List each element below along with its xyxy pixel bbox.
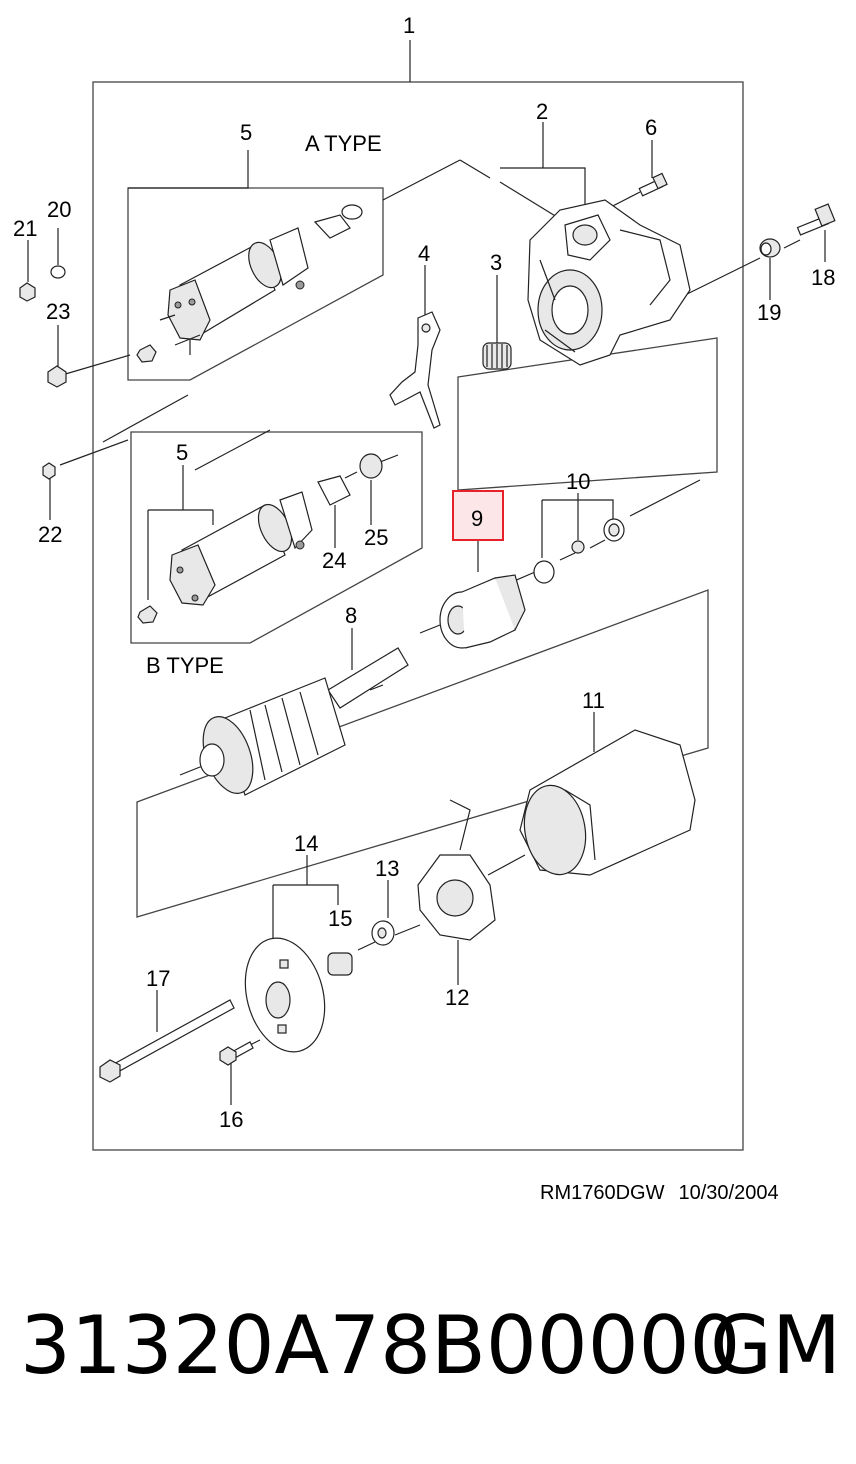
callout-9: 9: [471, 506, 483, 531]
drive-housing: [527, 199, 691, 366]
washer-13: [371, 920, 395, 946]
callout-16: 16: [219, 1107, 243, 1132]
nut-23: [47, 365, 67, 388]
highlight-box-9: [452, 490, 504, 541]
bolt-6: [638, 172, 668, 197]
callout-24: 24: [322, 548, 346, 573]
callout-23: 23: [46, 299, 70, 324]
screw-16: [219, 1041, 254, 1066]
b-type-label: B TYPE: [146, 653, 224, 678]
part-number: 31320A78B00000: [20, 1299, 741, 1392]
callout-22: 22: [38, 522, 62, 547]
callout-21: 21: [13, 216, 37, 241]
yoke-11: [519, 729, 696, 876]
plunger-24: [317, 475, 351, 506]
drive-housing-box: [457, 337, 718, 491]
shift-lever-4: [389, 311, 441, 429]
solenoid-a-type: [136, 204, 363, 363]
a-type-box: [127, 187, 384, 381]
nut-22: [42, 462, 56, 480]
brush-holder-12: [417, 799, 496, 941]
bushing-19: [759, 238, 781, 258]
assembly-frame: [92, 81, 744, 1151]
callout-6: 6: [645, 115, 657, 140]
callout-1: 1: [403, 13, 415, 38]
callout-4: 4: [418, 241, 430, 266]
callout-2: 2: [536, 99, 548, 124]
brand-label: GM: [710, 1299, 842, 1392]
drawing-reference: RM1760DGW 10/30/2004: [540, 1182, 779, 1205]
callout-19: 19: [757, 300, 781, 325]
drawing-date: 10/30/2004: [678, 1182, 779, 1204]
callout-5a: 5: [240, 120, 252, 145]
armature-box: [136, 589, 709, 918]
stop-collar-10: [533, 518, 625, 584]
pinion-gear-3: [482, 342, 512, 370]
nut-21: [19, 282, 36, 302]
armature-8: [199, 647, 409, 796]
cap-25: [359, 453, 383, 479]
bolt-18: [796, 203, 836, 236]
callout-25: 25: [364, 525, 388, 550]
washer-20: [50, 265, 66, 279]
callout-13: 13: [375, 856, 399, 881]
callout-3: 3: [490, 250, 502, 275]
a-type-label: A TYPE: [305, 131, 382, 156]
b-type-box: [130, 431, 423, 644]
callout-5b: 5: [176, 440, 188, 465]
end-frame-14: [244, 937, 326, 1053]
callout-18: 18: [811, 265, 835, 290]
callout-20: 20: [47, 197, 71, 222]
callout-17: 17: [146, 966, 170, 991]
through-bolt-17: [99, 999, 235, 1083]
solenoid-b-type: [137, 491, 313, 624]
callout-12: 12: [445, 985, 469, 1010]
callout-14: 14: [294, 831, 318, 856]
drawing-code: RM1760DGW: [540, 1182, 665, 1204]
bearing-15: [327, 952, 353, 976]
callout-8: 8: [345, 603, 357, 628]
overrunning-clutch-9: [439, 574, 526, 649]
callout-10: 10: [566, 469, 590, 494]
callout-11: 11: [582, 688, 605, 713]
callout-15: 15: [328, 906, 352, 931]
